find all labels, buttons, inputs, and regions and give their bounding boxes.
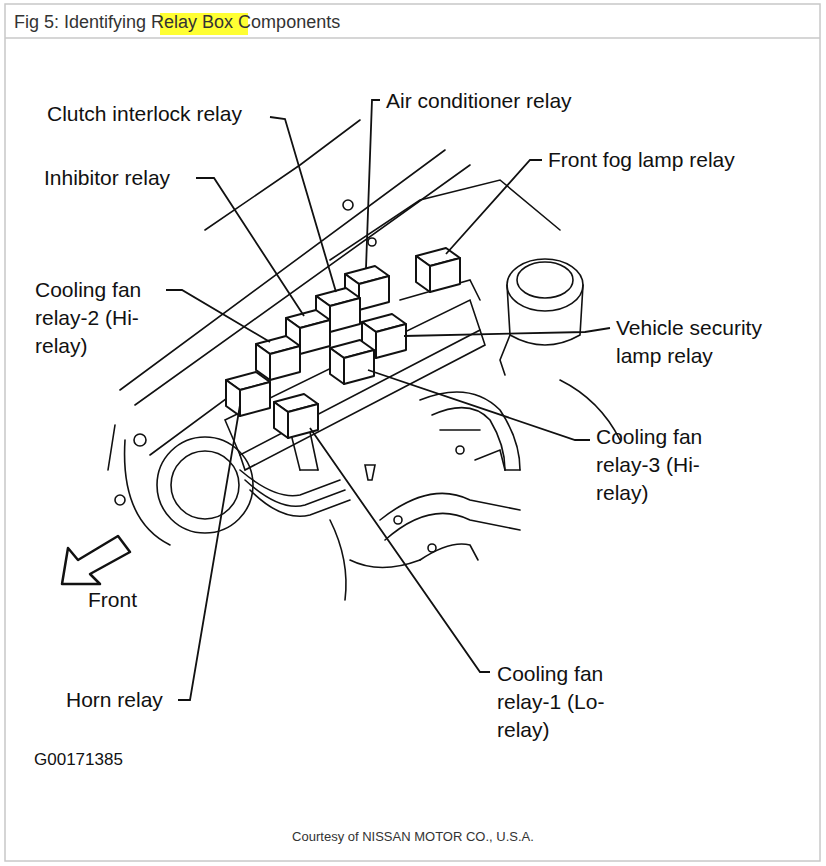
leader-lines [166, 100, 610, 700]
title-rule [5, 37, 820, 39]
part-label: Cooling fan relay-1 (Lo-relay) [497, 660, 627, 744]
direction-label: Front [88, 586, 137, 614]
page-frame [5, 4, 820, 861]
front-arrow [62, 536, 130, 584]
part-label: Horn relay [66, 686, 163, 714]
figure-title: Fig 5: Identifying Relay Box Components [14, 12, 340, 33]
part-label: Cooling fan relay-2 (Hi-relay) [35, 276, 165, 360]
figure-code: G00171385 [34, 746, 123, 774]
part-label: Air conditioner relay [386, 87, 572, 115]
engine-bay [108, 120, 620, 600]
relay-symbols [226, 248, 460, 438]
figure-caption: Courtesy of NISSAN MOTOR CO., U.S.A. [0, 829, 826, 844]
part-label: Vehicle security lamp relay [616, 314, 791, 370]
part-label: Clutch interlock relay [47, 100, 242, 128]
part-label: Inhibitor relay [44, 164, 170, 192]
part-label: Front fog lamp relay [548, 146, 735, 174]
part-label: Cooling fan relay-3 (Hi-relay) [596, 423, 726, 507]
